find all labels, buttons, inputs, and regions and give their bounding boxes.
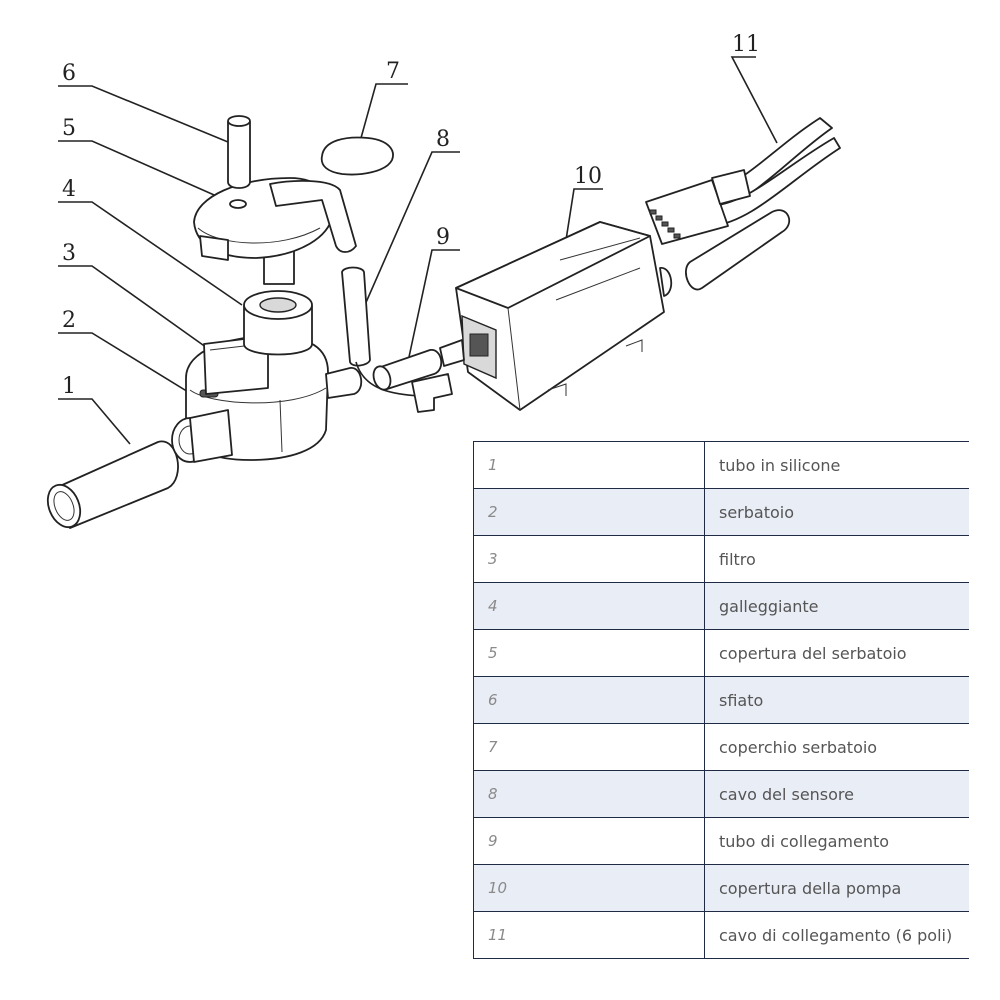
callout-2: 2 — [62, 308, 76, 333]
callout-8: 8 — [436, 127, 450, 152]
part-number-cell: 11 — [473, 911, 705, 959]
part-name-cell: galleggiante — [704, 582, 969, 630]
part-name-cell: sfiato — [704, 676, 969, 724]
part-7-reservoir-lid — [320, 136, 394, 176]
part-name-cell: coperchio serbatoio — [704, 723, 969, 771]
connector-pins — [649, 209, 681, 239]
leader-lines — [58, 56, 778, 445]
part-name-cell: cavo di collegamento (6 poli) — [704, 911, 969, 959]
callout-5: 5 — [62, 116, 76, 141]
part-name-cell: cavo del sensore — [704, 770, 969, 818]
callout-10: 10 — [574, 164, 602, 189]
part-1-silicone-tube — [46, 440, 179, 529]
part-number-cell: 2 — [473, 488, 705, 536]
callout-7: 7 — [386, 59, 400, 84]
part-name-cell: tubo in silicone — [704, 441, 969, 489]
part-number-cell: 7 — [473, 723, 705, 771]
part-10-pump-cover — [439, 221, 673, 411]
part-4-float — [243, 290, 313, 356]
part-name-cell: copertura del serbatoio — [704, 629, 969, 677]
part-number-cell: 1 — [473, 441, 705, 489]
part-number-cell: 3 — [473, 535, 705, 583]
callout-11: 11 — [732, 32, 760, 57]
part-number-cell: 5 — [473, 629, 705, 677]
part-number-cell: 8 — [473, 770, 705, 818]
part-name-cell: tubo di collegamento — [704, 817, 969, 865]
part-number-cell: 10 — [473, 864, 705, 912]
part-name-cell: copertura della pompa — [704, 864, 969, 912]
callout-4: 4 — [62, 177, 76, 202]
part-5-reservoir-cover — [193, 177, 357, 285]
part-number-cell: 9 — [473, 817, 705, 865]
part-name-cell: serbatoio — [704, 488, 969, 536]
part-6-vent — [227, 115, 251, 189]
callout-6: 6 — [62, 61, 76, 86]
part-name-cell: filtro — [704, 535, 969, 583]
part-9-connecting-tube — [372, 349, 453, 413]
callout-9: 9 — [436, 225, 450, 250]
part-number-cell: 6 — [473, 676, 705, 724]
callout-1: 1 — [62, 374, 76, 399]
part-number-cell: 4 — [473, 582, 705, 630]
callout-3: 3 — [62, 241, 76, 266]
part-11-connection-cable — [645, 117, 841, 291]
